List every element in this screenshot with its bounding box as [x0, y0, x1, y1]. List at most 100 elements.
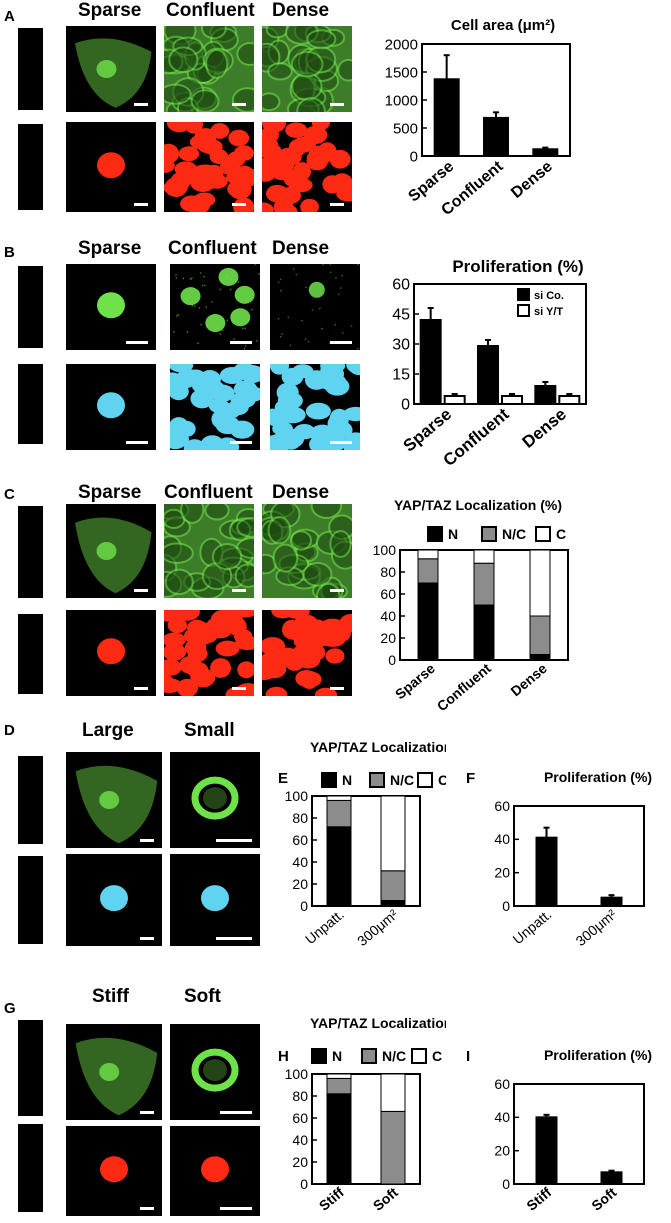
- bar-C-2: [529, 549, 551, 617]
- image-a-toto3-dense: [262, 122, 352, 212]
- bar-0-0: [433, 78, 460, 157]
- image-b-brdu-dense: [270, 264, 360, 350]
- col-title-a-sparse: Sparse: [78, 0, 142, 21]
- bar-N-0: [326, 1093, 352, 1185]
- y-tick-label: 0: [300, 1176, 308, 1192]
- chart-title: YAP/TAZ Localization (%): [310, 1016, 446, 1031]
- image-a-toto3-sparse: [66, 122, 156, 212]
- panel-letter-c: C: [4, 486, 15, 503]
- bar-NC-0: [326, 1077, 352, 1095]
- y-tick-label: 60: [292, 832, 308, 848]
- side-label-text: αYAP/TAZ: [24, 774, 37, 826]
- legend-label: N/C: [390, 772, 414, 788]
- scale-bar: [330, 103, 344, 106]
- bar-NC-1: [473, 562, 495, 606]
- category-label: Soft: [588, 1184, 619, 1214]
- side-label-text: TOTO3: [24, 635, 37, 673]
- y-tick-label: 80: [292, 1088, 308, 1104]
- y-tick-label: 0: [401, 397, 410, 414]
- legend-swatch: [321, 772, 337, 788]
- y-tick-label: 60: [292, 1110, 308, 1126]
- y-tick-label: 60: [494, 798, 510, 814]
- legend-label: N: [448, 526, 458, 542]
- image-b-dapi-confluent: [170, 364, 260, 450]
- legend-swatch: [517, 304, 530, 317]
- legend-label: N: [332, 1048, 342, 1064]
- legend-swatch: [411, 1048, 427, 1064]
- scale-bar: [134, 103, 148, 106]
- scale-bar: [140, 1207, 154, 1210]
- side-label-a-1: αE-CAD: [18, 28, 43, 110]
- legend-swatch: [535, 526, 551, 542]
- y-tick-label: 20: [494, 1143, 510, 1159]
- col-title-c-dense: Dense: [272, 482, 330, 503]
- bar-2-0: [534, 385, 557, 405]
- y-tick-label: 40: [494, 1109, 510, 1125]
- bar-C-1: [380, 795, 406, 872]
- bar-0-0: [419, 319, 442, 405]
- panel-letter-a: A: [4, 8, 15, 25]
- image-b-dapi-sparse: [66, 364, 156, 450]
- legend-label: C: [556, 526, 566, 542]
- legend-swatch: [517, 288, 530, 301]
- bar-N-1: [473, 604, 495, 661]
- scale-bar: [126, 441, 148, 444]
- scale-bar: [216, 839, 252, 842]
- y-tick-label: 80: [380, 564, 396, 580]
- side-label-g-2: TOTO3: [18, 1124, 43, 1212]
- image-a-ecad-confluent: [164, 26, 254, 112]
- side-label-text: αYAP/TAZ: [24, 1042, 37, 1094]
- image-g-yaptaz-soft: [170, 1024, 260, 1120]
- category-label: Stiff: [523, 1184, 554, 1214]
- y-tick-label: 1000: [385, 92, 418, 109]
- legend-label: N/C: [382, 1048, 406, 1064]
- scale-bar: [140, 839, 154, 842]
- y-tick-label: 80: [292, 810, 308, 826]
- bar-NC-0: [417, 558, 439, 584]
- category-label: Unpatt.: [510, 906, 555, 947]
- side-label-c-1: αYAP/TAZ: [18, 506, 43, 598]
- image-d-dapi-large: [66, 854, 162, 946]
- bar-2-1: [558, 395, 581, 405]
- scale-bar: [230, 341, 252, 344]
- bar-C-1: [473, 549, 495, 564]
- image-c-yaptaz-sparse: [66, 504, 156, 598]
- y-tick-label: 60: [494, 1076, 510, 1092]
- scale-bar: [232, 103, 246, 106]
- category-label: Soft: [370, 1184, 401, 1214]
- chart-yaptaz-e: YAP/TAZ Localization (%)020406080100Unpa…: [285, 739, 446, 949]
- panel-letter-d: D: [4, 722, 15, 739]
- scale-bar: [330, 441, 352, 444]
- category-label: Dense: [507, 660, 550, 699]
- legend-swatch: [369, 772, 385, 788]
- legend-swatch: [361, 1048, 377, 1064]
- plot-frame: [311, 795, 421, 907]
- scale-bar: [220, 1111, 252, 1114]
- legend-swatch: [427, 526, 443, 542]
- plot-frame: [513, 805, 645, 907]
- y-tick-label: 20: [292, 1154, 308, 1170]
- y-tick-label: 100: [285, 788, 309, 804]
- image-b-brdu-confluent: [170, 264, 260, 350]
- scale-bar: [330, 203, 344, 206]
- panel-letter-g: G: [4, 1000, 16, 1017]
- image-c-toto3-sparse: [66, 610, 156, 696]
- bar-NC-0: [326, 799, 352, 828]
- col-title-b-confluent: Confluent: [168, 238, 257, 259]
- side-label-text: αE-CAD: [24, 48, 37, 90]
- scale-bar: [140, 937, 154, 940]
- y-tick-label: 60: [392, 277, 410, 294]
- side-label-a-2: TOTO3: [18, 124, 43, 210]
- y-tick-label: 15: [392, 367, 410, 384]
- y-tick-label: 40: [494, 831, 510, 847]
- image-c-toto3-confluent: [164, 610, 254, 696]
- panel-letter-f: F: [466, 770, 476, 787]
- chart-title: YAP/TAZ Localization (%): [394, 497, 562, 513]
- y-tick-label: 40: [380, 608, 396, 624]
- legend-label: N/C: [502, 526, 526, 542]
- category-label: 300μm²: [573, 906, 620, 949]
- legend-swatch: [481, 526, 497, 542]
- side-label-text: TOTO3: [24, 1149, 37, 1187]
- bar-NC-1: [380, 870, 406, 902]
- y-tick-label: 20: [380, 630, 396, 646]
